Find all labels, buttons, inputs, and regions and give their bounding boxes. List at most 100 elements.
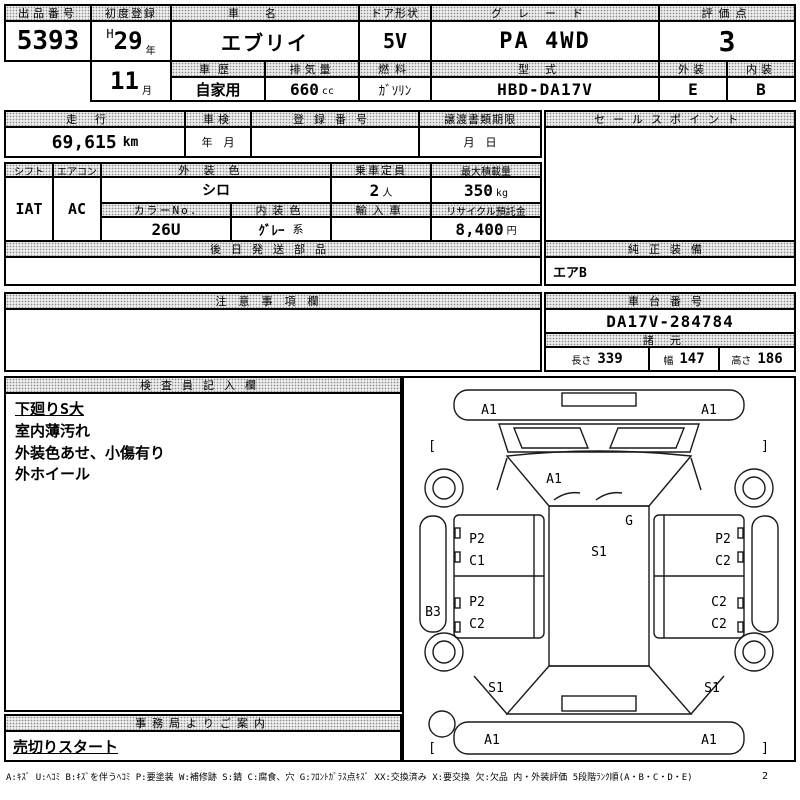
width-value: 147 (679, 351, 705, 367)
color-number-label: カラーNo. (100, 202, 232, 218)
front-panel-outline (498, 423, 700, 453)
damage-mark-C2: C2 (711, 595, 727, 610)
fuel-label: 燃料 (358, 60, 432, 78)
damage-mark-C1: C1 (469, 554, 485, 569)
damage-mark-P2: P2 (469, 532, 485, 547)
front-plate-outline (561, 392, 637, 407)
damage-mark-A1: A1 (546, 472, 562, 487)
front-bumper-outline (453, 389, 745, 421)
shift-value: IAT (4, 176, 54, 242)
wiper-left (553, 491, 581, 501)
exterior-color-value: シロ (100, 176, 332, 204)
damage-mark-C2: C2 (715, 554, 731, 569)
door-hinge (454, 527, 461, 539)
interior-grade-value: B (726, 76, 796, 102)
mileage-number: 69,615 (51, 131, 117, 153)
damage-mark-S1: S1 (704, 681, 720, 696)
right-headlight-outline (608, 427, 686, 449)
recycle-deposit-number: 8,400 (455, 219, 504, 239)
front-left-wheel (424, 468, 464, 508)
mileage-unit: km (122, 134, 139, 150)
damage-mark-A1: A1 (701, 733, 717, 748)
exterior-grade-label: 外装 (658, 60, 728, 78)
model-code-value: HBD-DA17V (430, 76, 660, 102)
damage-mark-A1: A1 (701, 403, 717, 418)
capacity-number: 2 (369, 180, 380, 200)
damage-mark-C2: C2 (711, 617, 727, 632)
score-value: 3 (658, 20, 796, 62)
damage-mark-G: G (625, 514, 633, 529)
legend-text: A:ｷｽﾞ U:ﾍｺﾐ B:ｷｽﾞを伴うﾍｺﾐ P:要塗装 W:補修跡 S:錆 … (6, 773, 693, 783)
door-hinge (737, 551, 744, 563)
page-number: 2 (761, 771, 768, 782)
left-sill-outline (419, 515, 447, 633)
caution-notes-body (4, 308, 542, 372)
length-value: 339 (597, 351, 623, 367)
wiper-right (595, 491, 623, 501)
displacement-label: 排気量 (264, 60, 360, 78)
inspector-note-line: 外ホイール (15, 465, 91, 484)
inspector-notes-text: 下廻りS大 室内薄汚れ 外装色あせ、小傷有り 外ホイール (6, 394, 174, 491)
damage-mark-P2: P2 (715, 532, 731, 547)
office-notice-value: 売切りスタート (4, 730, 402, 762)
damage-mark-A1: A1 (481, 403, 497, 418)
left-headlight-outline (512, 427, 590, 449)
oem-equipment-label: 純正装備 (544, 240, 796, 258)
transfer-docs-deadline-value: 月 日 (418, 126, 542, 158)
grade-value: PA 4WD (430, 20, 660, 62)
inspection-value: 年 月 (184, 126, 252, 158)
history-value: 自家用 (170, 76, 266, 102)
height-value: 186 (757, 351, 783, 367)
door-hinge (454, 551, 461, 563)
office-notice-label: 事務局よりご案内 (4, 714, 402, 732)
mileage-value: 69,615 km (4, 126, 186, 158)
width-label: 幅 (663, 355, 674, 367)
caution-notes-label: 注意事項欄 (4, 292, 542, 310)
damage-mark-S1: S1 (591, 545, 607, 560)
displacement-unit: cc (321, 86, 334, 97)
interior-color-name: ｸﾞﾚｰ (258, 223, 285, 239)
oem-equipment-value: エアB (544, 256, 796, 286)
later-parts-label: 後日発送部品 (4, 240, 542, 258)
door-hinge (454, 621, 461, 633)
damage-mark-A1: A1 (484, 733, 500, 748)
door-shape-value: 5V (358, 20, 432, 62)
max-load-value: 350 kg (430, 176, 542, 204)
left-quarter-line (473, 675, 508, 715)
max-load-unit: kg (495, 188, 508, 199)
damage-mark-[: [ (428, 741, 436, 756)
score-label: 評価点 (658, 4, 796, 22)
dimensions-label: 諸元 (544, 332, 796, 348)
inspector-notes-body: 下廻りS大 室内薄汚れ 外装色あせ、小傷有り 外ホイール (4, 392, 402, 712)
right-quarter-line (690, 675, 725, 715)
inspection-label: 車検 (184, 110, 252, 128)
rear-bumper-outline (453, 721, 745, 755)
rear-left-wheel (424, 632, 464, 672)
capacity-value: 2 人 (330, 176, 432, 204)
left-fender-line (496, 457, 508, 491)
damage-mark-]: ] (761, 439, 769, 454)
chassis-number-value: DA17V-284784 (544, 308, 796, 334)
first-registration-month-value: 11 (110, 67, 139, 95)
inspector-note-line: 下廻りS大 (15, 400, 85, 418)
rear-right-wheel (734, 632, 774, 672)
right-fender-line (690, 457, 702, 491)
door-hinge (737, 597, 744, 609)
front-right-wheel (734, 468, 774, 508)
first-registration-month: 11 月 (90, 60, 172, 102)
height-cell: 高さ 186 (718, 346, 796, 372)
first-registration-year: H 29 年 (90, 20, 172, 62)
era-prefix: H (106, 27, 114, 41)
inspector-note-line: 外装色あせ、小傷有り (15, 443, 166, 462)
recycle-deposit-value: 8,400 円 (430, 216, 542, 242)
spare-tire-outline (428, 710, 456, 738)
fuel-value: ｶﾞｿﾘﾝ (358, 76, 432, 102)
length-label: 長さ (571, 355, 592, 367)
aircon-value: AC (52, 176, 102, 242)
door-hinge (454, 597, 461, 609)
damage-mark-[: [ (428, 439, 436, 454)
damage-mark-C2: C2 (469, 617, 485, 632)
door-hinge (737, 621, 744, 633)
